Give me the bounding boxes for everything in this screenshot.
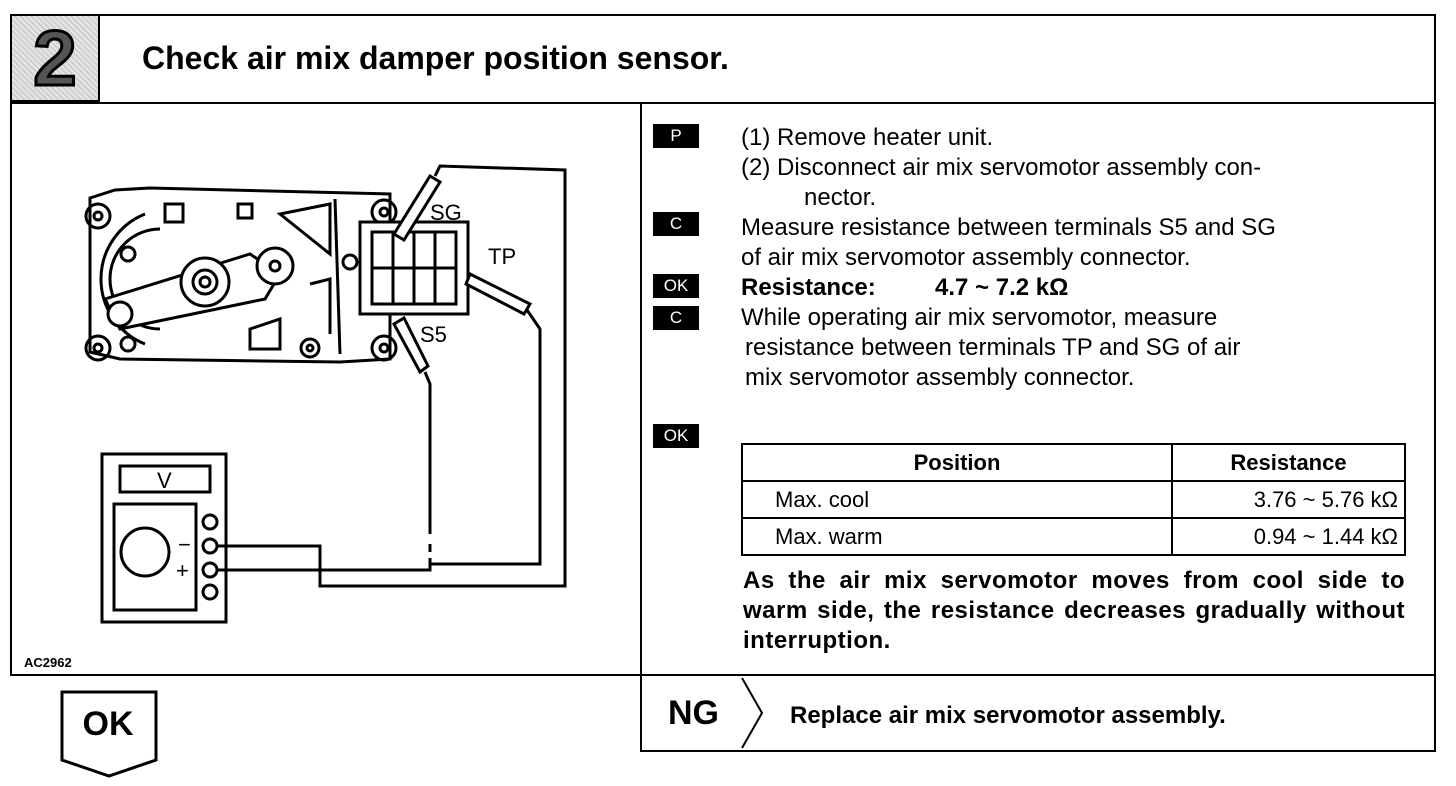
tag-ok-1: OK — [653, 274, 699, 298]
label-tp: TP — [488, 244, 516, 269]
label-s5: S5 — [420, 322, 447, 347]
label-sg: SG — [430, 200, 462, 225]
tag-p: P — [653, 124, 699, 148]
divider-vertical — [640, 102, 642, 752]
meter-label: V — [157, 468, 172, 493]
ng-action: Replace air mix servomotor assembly. — [790, 702, 1226, 729]
ok-arrow-box-icon — [60, 690, 158, 778]
measure-1-a: Measure resistance between terminals S5 … — [741, 214, 1276, 241]
tag-c-1: C — [653, 212, 699, 236]
tag-c-2: C — [653, 306, 699, 330]
ok-label: OK — [82, 705, 134, 743]
table-row: Max. cool 3.76 ~ 5.76 kΩ — [741, 480, 1406, 519]
plus-label: + — [176, 558, 189, 583]
table-cell-resistance: 0.94 ~ 1.44 kΩ — [1171, 517, 1406, 556]
note-text: As the air mix servomotor moves from coo… — [743, 567, 1405, 654]
measure-1-b: of air mix servomotor assembly connector… — [741, 244, 1191, 271]
figure-code: AC2962 — [24, 655, 72, 670]
measure-2-a: While operating air mix servomotor, meas… — [741, 304, 1218, 331]
step-2-cont: nector. — [804, 184, 877, 211]
resistance-value: 4.7 ~ 7.2 kΩ — [935, 274, 1069, 301]
step-number: 2 — [32, 12, 78, 103]
step-2: (2) Disconnect air mix servomotor assemb… — [741, 154, 1262, 181]
step-number-box: 2 — [10, 12, 100, 103]
resistance-label: Resistance: — [741, 274, 876, 301]
table-cell-position: Max. cool — [741, 480, 1173, 519]
wiring-diagram: SG TP S5 V − + — [84, 164, 567, 624]
page-title: Check air mix damper position sensor. — [142, 40, 729, 76]
measure-2-b: resistance between terminals TP and SG o… — [745, 334, 1241, 361]
measure-2-c: mix servomotor assembly connector. — [745, 364, 1135, 391]
resistance-table: Position Resistance Max. cool 3.76 ~ 5.7… — [741, 443, 1406, 556]
step-1: (1) Remove heater unit. — [741, 124, 994, 151]
ng-chevron-icon — [741, 677, 764, 749]
table-header-resistance: Resistance — [1171, 443, 1406, 482]
table-cell-resistance: 3.76 ~ 5.76 kΩ — [1171, 480, 1406, 519]
ng-frame — [640, 674, 1436, 752]
table-row: Max. warm 0.94 ~ 1.44 kΩ — [741, 517, 1406, 556]
ng-label: NG — [668, 694, 719, 732]
table-cell-position: Max. warm — [741, 517, 1173, 556]
tag-ok-2: OK — [653, 424, 699, 448]
table-header-position: Position — [741, 443, 1173, 482]
minus-label: − — [178, 532, 191, 557]
